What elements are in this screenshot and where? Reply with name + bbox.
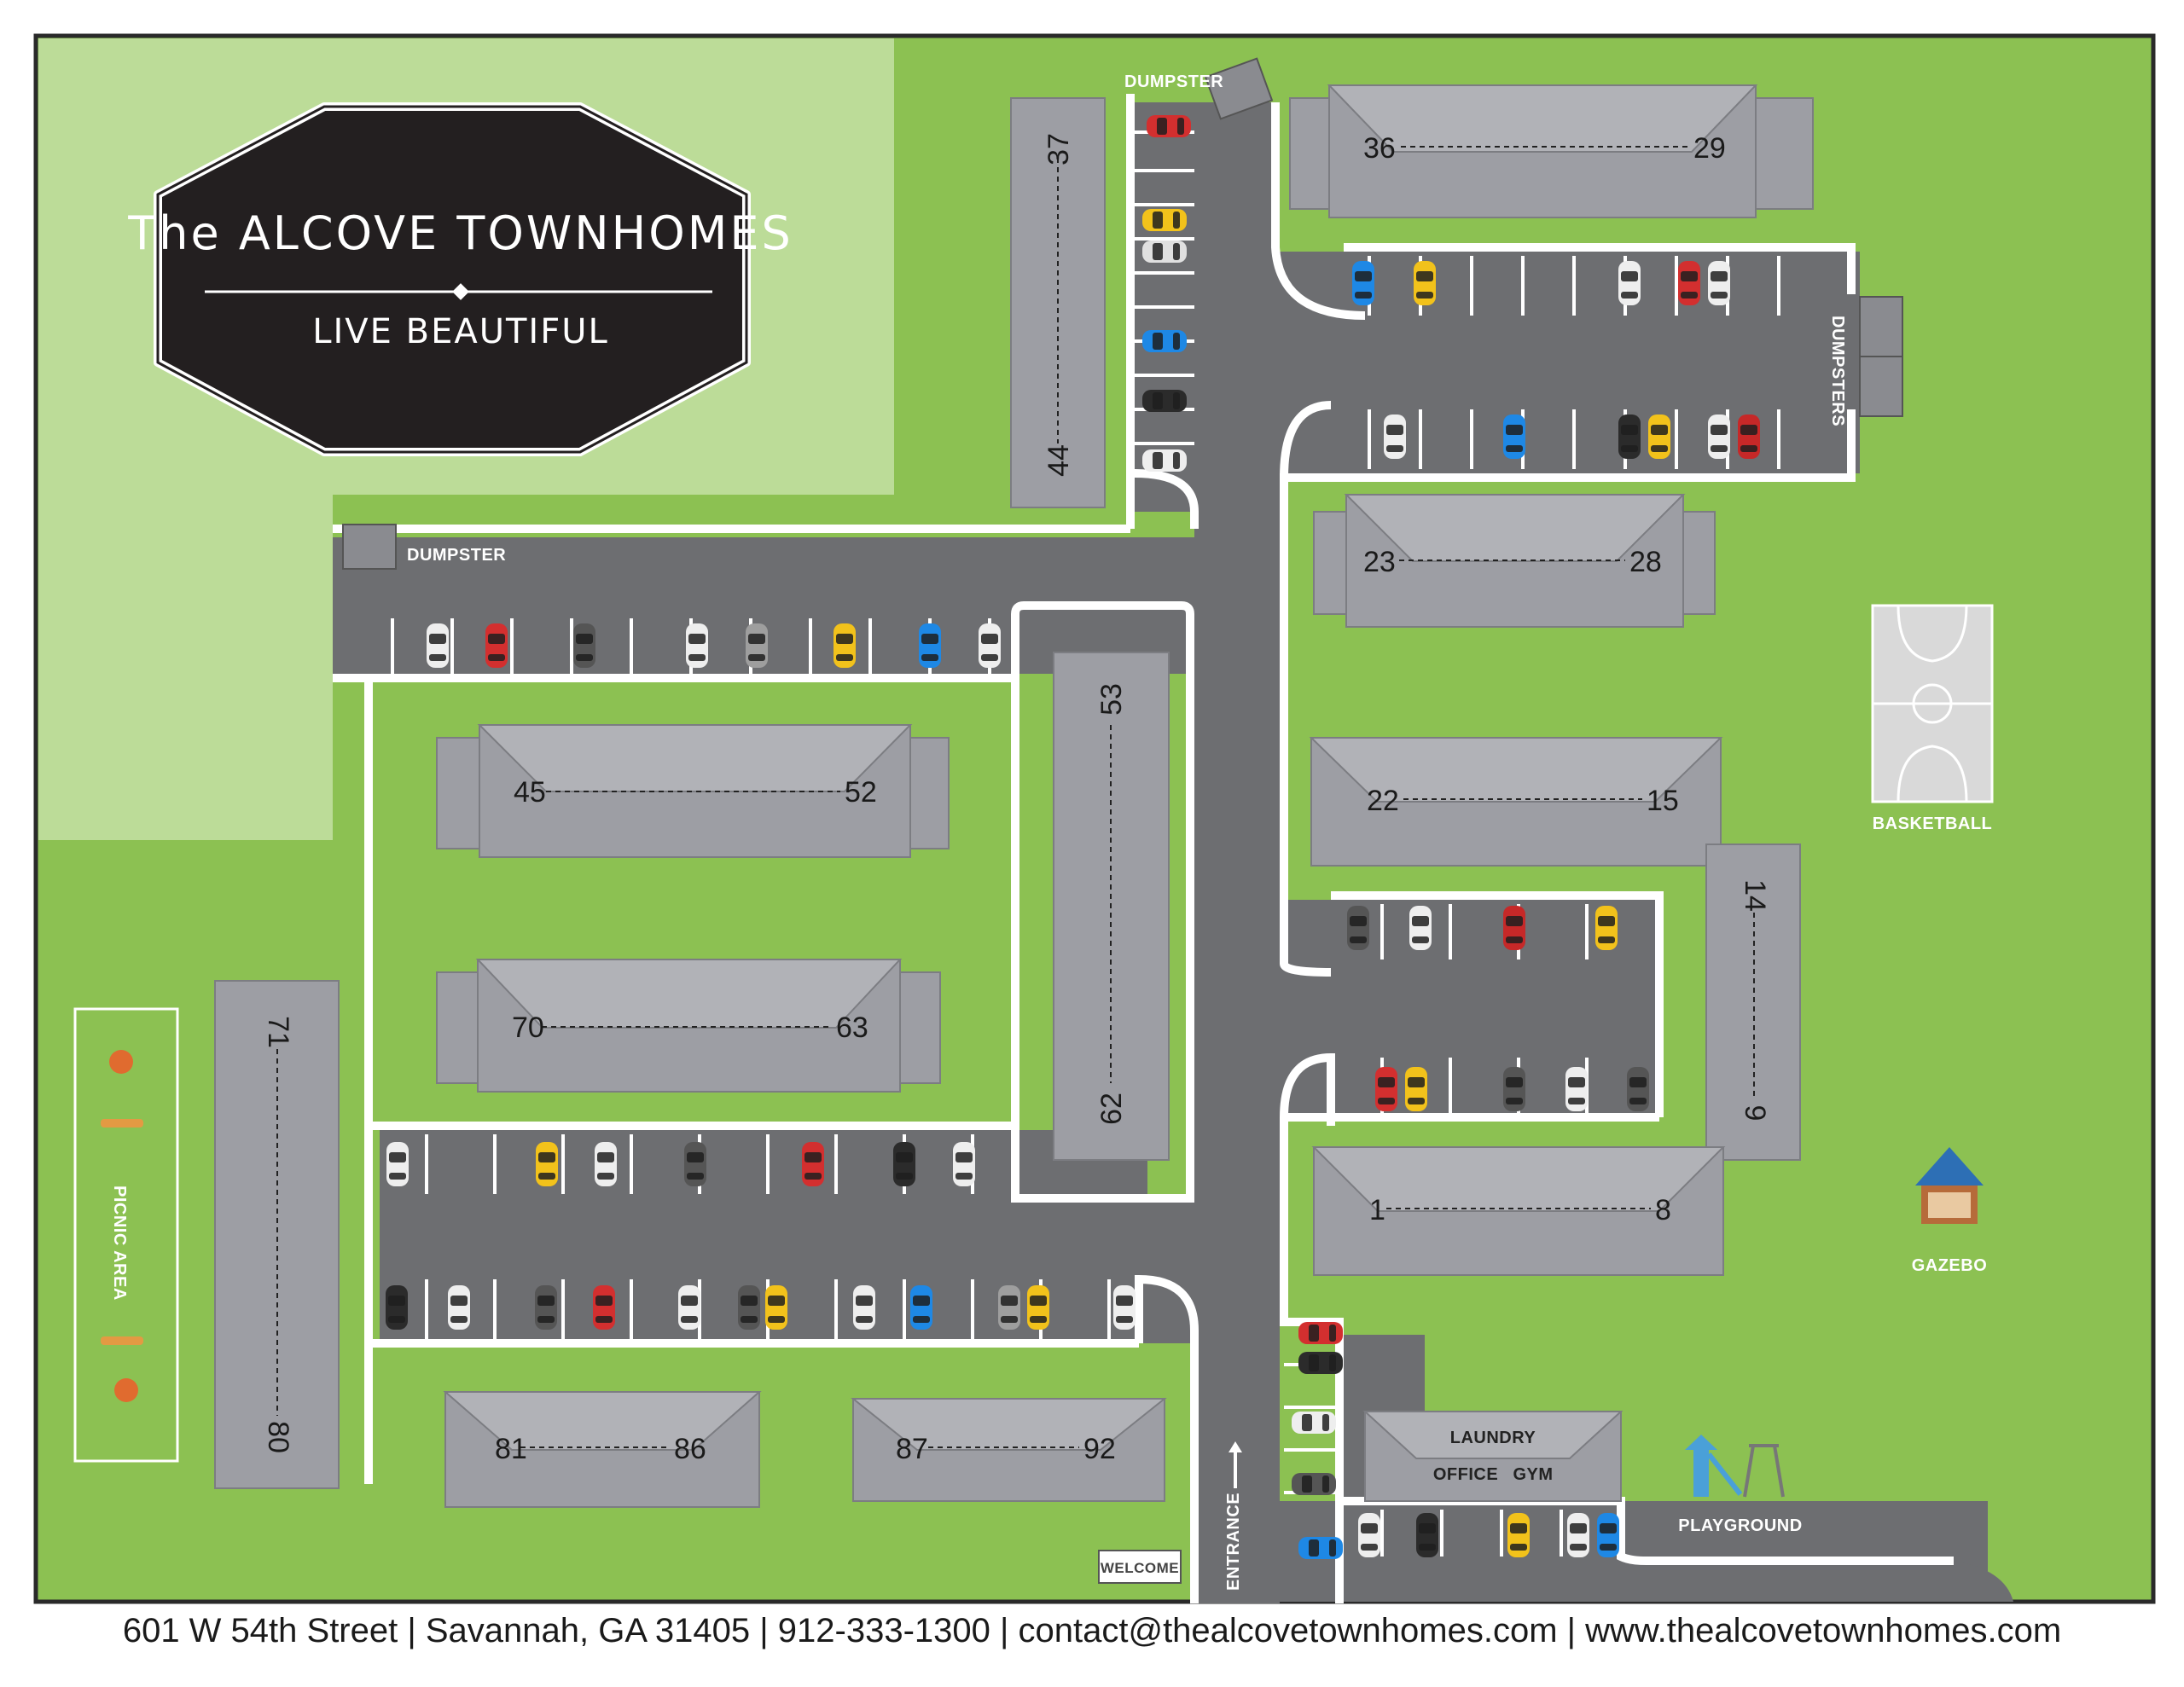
- unit-label-86: 86: [674, 1433, 706, 1465]
- dumpster-top-label: DUMPSTER: [1124, 72, 1223, 91]
- unit-label-71: 71: [262, 1016, 294, 1048]
- unit-label-63: 63: [836, 1012, 868, 1044]
- unit-label-14: 14: [1739, 879, 1771, 912]
- dumpster-left-label: DUMPSTER: [407, 546, 506, 565]
- dumpsters-right-label: DUMPSTERS: [1828, 316, 1847, 426]
- unit-label-15: 15: [1647, 785, 1679, 817]
- clubhouse-labels: LAUNDRY OFFICE GYM: [1433, 1429, 1553, 1484]
- unit-label-62: 62: [1095, 1093, 1128, 1125]
- logo-badge: The ALCOVE TOWNHOMES LIVE BEAUTIFUL: [127, 102, 793, 456]
- picnic-area-label: PICNIC AREA: [110, 1186, 129, 1301]
- unit-label-28: 28: [1629, 546, 1662, 578]
- unit-label-36: 36: [1363, 132, 1396, 165]
- unit-label-87: 87: [896, 1433, 928, 1465]
- playground: PLAYGROUND: [1678, 1435, 1802, 1535]
- office-label: OFFICE: [1433, 1465, 1498, 1484]
- welcome-sign: WELCOME: [1098, 1550, 1182, 1584]
- unit-label-45: 45: [514, 776, 546, 809]
- unit-label-37: 37: [1043, 133, 1075, 165]
- dumpster-top: DUMPSTER: [1124, 57, 1274, 120]
- buildings: [214, 84, 1814, 1508]
- gazebo-label: GAZEBO: [1912, 1256, 1988, 1275]
- unit-label-92: 92: [1083, 1433, 1116, 1465]
- dumpster-left: DUMPSTER: [342, 524, 506, 570]
- entrance-label: ENTRANCE: [1224, 1493, 1243, 1591]
- dumpsters-right: DUMPSTERS: [1828, 296, 1903, 426]
- unit-label-44: 44: [1043, 444, 1075, 477]
- picnic-area: PICNIC AREA: [73, 1007, 179, 1463]
- contact-footer: 601 W 54th Street | Savannah, GA 31405 |…: [122, 1612, 2062, 1649]
- gym-label: GYM: [1513, 1465, 1553, 1484]
- unit-label-23: 23: [1363, 546, 1396, 578]
- unit-label-1: 1: [1369, 1194, 1385, 1226]
- unit-label-81: 81: [495, 1433, 527, 1465]
- unit-label-9: 9: [1739, 1105, 1771, 1122]
- unit-range-lines: [276, 146, 1755, 1448]
- building-labels: 36 29 37 44 23 28 53 62 45 52 22 15 14 9…: [262, 132, 1771, 1465]
- unit-label-52: 52: [845, 776, 877, 809]
- logo-tagline: LIVE BEAUTIFUL: [312, 312, 609, 351]
- unit-label-70: 70: [512, 1012, 544, 1044]
- unit-label-29: 29: [1693, 132, 1726, 165]
- playground-label: PLAYGROUND: [1678, 1516, 1802, 1535]
- laundry-label: LAUNDRY: [1450, 1429, 1536, 1447]
- unit-label-22: 22: [1367, 785, 1399, 817]
- unit-label-53: 53: [1095, 683, 1128, 716]
- basketball-label: BASKETBALL: [1873, 815, 1993, 833]
- basketball-court: BASKETBALL: [1871, 604, 1994, 833]
- unit-label-80: 80: [262, 1421, 294, 1453]
- gazebo: GAZEBO: [1912, 1147, 1988, 1275]
- logo-title: The ALCOVE TOWNHOMES: [127, 206, 793, 260]
- entrance-marker: ENTRANCE: [1224, 1441, 1243, 1591]
- sidewalks: [333, 94, 1954, 1603]
- welcome-label: WELCOME: [1101, 1560, 1179, 1576]
- unit-label-8: 8: [1655, 1194, 1671, 1226]
